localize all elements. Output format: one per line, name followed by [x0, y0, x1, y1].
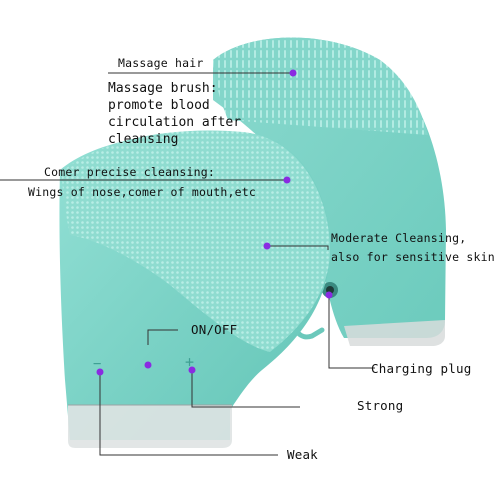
- massage-brush-line-1: Massage brush:: [108, 81, 218, 96]
- plus-button-glyph: +: [185, 353, 195, 371]
- marker-dots: [96, 69, 333, 376]
- minus-button-glyph: −: [93, 356, 102, 372]
- label-charging-plug: Charging plug: [371, 361, 472, 376]
- massage-brush-line-3: circulation after: [108, 115, 242, 130]
- label-strong: Strong: [357, 398, 404, 413]
- label-corner-cleansing: Comer precise cleansing:: [44, 165, 215, 179]
- marker-weak: [96, 368, 104, 376]
- marker-massage-hair: [289, 69, 297, 77]
- label-on-off: ON/OFF: [191, 322, 238, 337]
- massage-brush-line-4: cleansing: [108, 132, 179, 147]
- label-wings: Wings of nose,comer of mouth,etc: [28, 185, 256, 199]
- label-moderate-2: also for sensitive skin: [331, 250, 495, 264]
- label-massage-brush: Massage brush: promote blood circulation…: [108, 80, 241, 148]
- label-moderate-1: Moderate Cleansing,: [331, 231, 467, 245]
- marker-corner-cleansing: [283, 176, 291, 184]
- back-device: [213, 37, 446, 346]
- leader-lines: [0, 72, 375, 456]
- label-massage-hair: Massage hair: [118, 56, 204, 70]
- massage-brush-line-2: promote blood: [108, 98, 210, 113]
- label-weak: Weak: [287, 447, 318, 462]
- marker-onoff: [144, 361, 152, 369]
- marker-moderate: [263, 242, 271, 250]
- marker-charging: [325, 291, 333, 299]
- marker-strong: [188, 366, 196, 374]
- front-device: [59, 130, 330, 448]
